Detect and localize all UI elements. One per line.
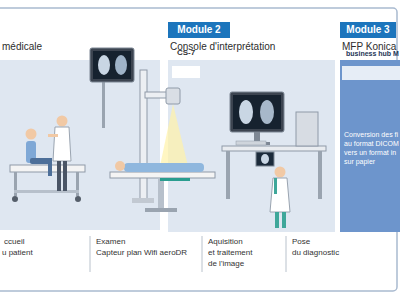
step-caption: Capteur plan Wifi aeroDR: [96, 248, 187, 258]
box-label: business hub M: [344, 47, 400, 61]
step-caption: Aquisition: [208, 237, 243, 247]
module-panel: médicale: [0, 60, 160, 230]
step-caption: ccueil: [4, 237, 24, 247]
doctor-figure: [256, 152, 290, 228]
panel-ground: [0, 60, 160, 230]
product-tag: business hub M: [342, 66, 400, 80]
description-text: Conversion des fi: [344, 130, 398, 139]
description-text: vers un format in: [344, 148, 396, 157]
step-caption: de l'image: [208, 259, 244, 269]
step-caption: Examen: [96, 237, 125, 247]
step-caption: u patient: [2, 248, 33, 258]
description-text: au format DICOM: [344, 139, 399, 148]
gurney-scene: [10, 116, 85, 203]
box-label: Module 3: [340, 22, 396, 38]
box-label: Module 2: [168, 22, 230, 38]
module-panel: Console d'interprétationCS-7: [168, 60, 335, 232]
separator-line: [90, 236, 91, 272]
description-text: sur papier: [344, 157, 375, 166]
step-caption: et traitement: [208, 248, 252, 258]
module-badge: Module 3: [340, 22, 396, 38]
panel-ground: [340, 60, 400, 232]
step-caption: du diagnostic: [292, 248, 339, 258]
workstation: [222, 92, 326, 199]
module-heading: médicale: [2, 41, 162, 53]
module-badge: Module 2: [168, 22, 230, 38]
step-caption: Pose: [292, 237, 310, 247]
panel-ground: [168, 60, 335, 232]
separator-line: [202, 236, 203, 272]
box-label: CS-7: [174, 47, 202, 59]
frame: [0, 8, 397, 291]
xray-scene: [90, 48, 215, 212]
product-tag: CS-7: [172, 66, 200, 78]
separator-line: [286, 236, 287, 272]
